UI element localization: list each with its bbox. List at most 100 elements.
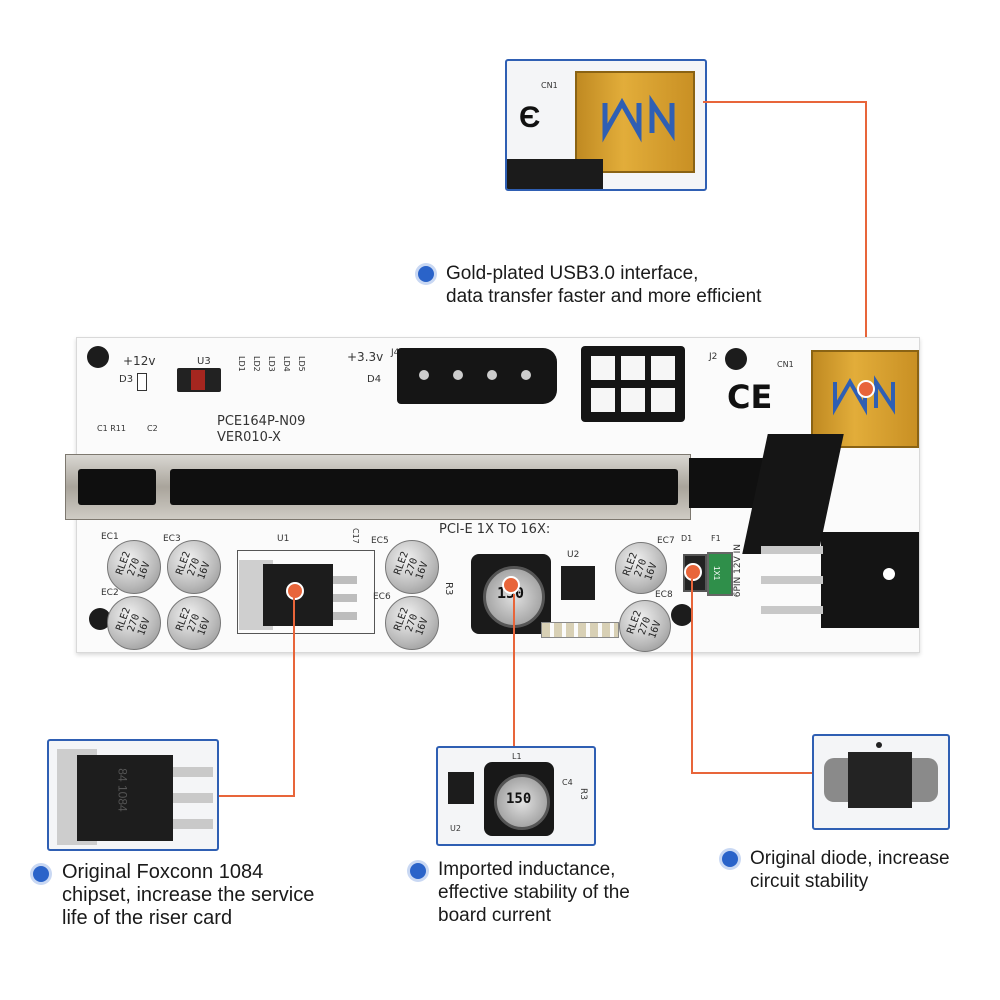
diode-caption-line1: Original diode, increase <box>750 848 950 869</box>
chipset-caption-line1: Original Foxconn 1084 <box>62 861 264 883</box>
pcie-label: PCI-E 1X TO 16X: <box>439 522 551 537</box>
chipset-caption-bullet <box>33 866 49 882</box>
ec1-label: EC1 <box>101 532 119 542</box>
ce-mark: CE <box>727 378 773 416</box>
molex-pin-3 <box>487 370 497 380</box>
ec8-label: EC8 <box>655 590 673 600</box>
usb-caption-line2: data transfer faster and more efficient <box>446 286 762 307</box>
usb3-logo-icon <box>602 94 675 143</box>
inset-c4-label: C4 <box>562 778 573 787</box>
chipset-closeup-inset: 84 1084 <box>47 739 219 851</box>
diode-caption-line2: circuit stability <box>750 871 869 892</box>
pcie-slot-short <box>78 469 156 505</box>
model-label: PCE164P-N09 <box>217 414 306 429</box>
u1-outline <box>237 550 375 634</box>
inductance-callout-dot <box>502 576 520 594</box>
d1-label: D1 <box>681 534 693 543</box>
pcie-slot-long <box>170 469 678 505</box>
board-usb-port <box>811 350 919 448</box>
riser-board: +12v D3 U3 LD1 LD2 LD3 LD4 LD5 PCE164P-N… <box>65 337 920 653</box>
power-pin-3 <box>761 606 823 614</box>
chipset-marking: 84 1084 <box>115 768 130 812</box>
capacitor-ec5: RLE2 270 16V <box>385 540 439 594</box>
diode-callout-dot <box>684 563 702 581</box>
p12v-label: +12v <box>123 354 156 368</box>
ec6-label: EC6 <box>373 592 391 602</box>
usb-port <box>575 71 695 173</box>
pcie-slot <box>65 454 691 520</box>
chipset-caption-line2: chipset, increase the service <box>62 884 315 906</box>
ec3-label: EC3 <box>163 534 181 544</box>
diode-body <box>848 752 912 808</box>
chipset-caption: Original Foxconn 1084 chipset, increase … <box>62 861 314 930</box>
sixpin-label: 6PIN 12V IN <box>733 544 743 598</box>
c17-label: C17 <box>351 528 360 544</box>
chipset-callout-h <box>215 795 295 797</box>
u2-chip <box>561 566 595 600</box>
p33v-label: +3.3v <box>347 350 384 364</box>
u1-pin-3 <box>333 612 357 620</box>
molex-pin-1 <box>419 370 429 380</box>
board-usb3-logo-icon <box>833 375 895 416</box>
d3-label: D3 <box>119 374 134 385</box>
c2-label: C2 <box>147 424 158 433</box>
inductance-caption-line3: board current <box>438 905 552 926</box>
ce-logo: Є <box>519 101 541 134</box>
j2-label: J2 <box>709 352 718 362</box>
molex-pin-4 <box>521 370 531 380</box>
j4-label: J4 <box>391 348 400 358</box>
u2-label: U2 <box>567 550 580 560</box>
cn1-label: CN1 <box>541 81 558 90</box>
r3-label: R3 <box>443 582 454 596</box>
fuse-f1: 1X1 <box>707 552 733 596</box>
fuse-label: 1X1 <box>712 566 721 581</box>
diode-callout-v <box>691 579 693 773</box>
u1-label: U1 <box>277 534 290 544</box>
led-label-3: LD3 <box>267 356 276 372</box>
f1-label: F1 <box>711 534 721 543</box>
usb-callout-h <box>703 101 866 103</box>
d3-led <box>137 373 147 391</box>
inset-u2-chip <box>448 772 474 804</box>
six-pin-connector <box>581 346 685 422</box>
u1-pin-1 <box>333 576 357 584</box>
u3-led-red <box>191 370 205 390</box>
inset-inductor: 150 <box>484 762 554 836</box>
usb-closeup-inset: CN1 Є <box>505 59 707 191</box>
inset-u2-label: U2 <box>450 824 461 833</box>
led-label-5: LD5 <box>297 356 306 372</box>
ec5-label: EC5 <box>371 536 389 546</box>
resistor-row <box>541 622 619 638</box>
ec7-label: EC7 <box>657 536 675 546</box>
molex-pin-2 <box>453 370 463 380</box>
usb-callout-dot <box>857 380 875 398</box>
capacitor-ec8: RLE2 270 16V <box>619 600 671 652</box>
diode-caption-bullet <box>722 851 738 867</box>
usb-caption: Gold-plated USB3.0 interface, data trans… <box>446 262 761 308</box>
d4-label: D4 <box>367 374 382 385</box>
u1-pin-2 <box>333 594 357 602</box>
capacitor-ec3: RLE2 270 16V <box>167 540 221 594</box>
diode-callout-h <box>691 772 812 774</box>
molex-connector <box>397 348 557 404</box>
inductance-caption-bullet <box>410 863 426 879</box>
mount-hole-bl <box>89 608 111 630</box>
usb-caption-bullet <box>418 266 434 282</box>
ec2-label: EC2 <box>101 588 119 598</box>
u3-label: U3 <box>197 356 211 367</box>
inset-inductor-value: 150 <box>506 791 532 807</box>
chipset-callout-v <box>293 590 295 796</box>
power-connector <box>821 532 919 628</box>
capacitor-ec1: RLE2 270 16V <box>107 540 161 594</box>
inset-l1-label: L1 <box>512 752 522 761</box>
mount-hole-br <box>671 604 693 626</box>
diode-closeup-inset <box>812 734 950 830</box>
power-pin-1 <box>761 546 823 554</box>
led-label-2: LD2 <box>252 356 261 372</box>
usb-cable-plug <box>507 159 603 189</box>
chipset-caption-line3: life of the riser card <box>62 907 233 929</box>
diode-caption: Original diode, increase circuit stabili… <box>750 847 950 893</box>
capacitor-ec4: RLE2 270 16V <box>167 596 221 650</box>
inductor-l1: 150 <box>471 554 551 634</box>
inductance-caption: Imported inductance, effective stability… <box>438 858 630 927</box>
